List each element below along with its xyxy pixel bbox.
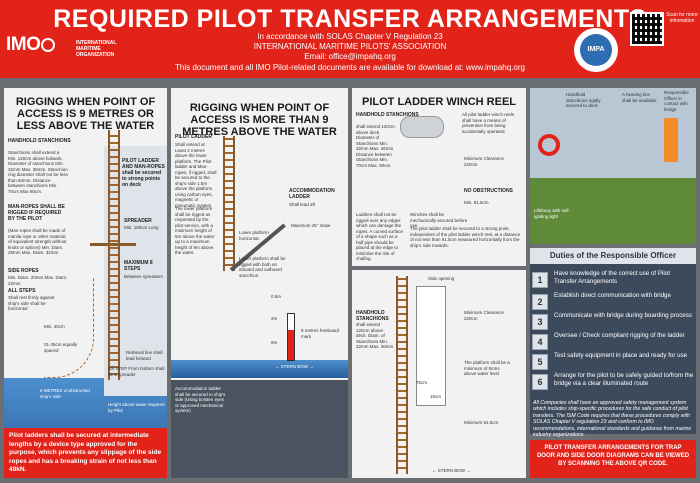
lifebuoy-icon xyxy=(538,134,560,156)
spreader-label: SPREADER xyxy=(124,218,152,224)
panel1-bottom-note: Pilot ladders shall be secured at interm… xyxy=(4,428,167,478)
duty-item-1: 1 Have knowledge of the correct use of P… xyxy=(532,270,695,292)
pilot-ladder xyxy=(108,130,120,380)
panel-side-opening: Side opening HANDHOLD STANCHIONS shall e… xyxy=(352,270,526,478)
duty-item-5: 5 Test safety equipment in place and rea… xyxy=(532,352,695,374)
page-title: REQUIRED PILOT TRANSFER ARRANGEMENTS xyxy=(53,5,647,33)
duty-item-6: 6 Arrange for the pilot to be safely gui… xyxy=(532,372,695,398)
header-solas-line: In accordance with SOLAS Chapter V Regul… xyxy=(257,32,443,41)
min-40cm: Min. 40cm xyxy=(44,324,65,329)
winch-reel xyxy=(400,116,444,138)
pilot-ladder xyxy=(223,136,235,271)
header-download-line[interactable]: This document and all IMO Pilot-related … xyxy=(175,63,525,72)
header-impa-line: INTERNATIONAL MARITIME PILOTS' ASSOCIATI… xyxy=(253,42,447,51)
side-ropes-label: SIDE ROPES xyxy=(8,268,39,274)
pilot-ladder xyxy=(396,276,408,474)
all-steps-label: ALL STEPS xyxy=(8,288,36,294)
panel-rigging-9m-or-less: RIGGING WHEN POINT OF ACCESS IS 9 METRES… xyxy=(4,88,167,478)
freeboard-mark xyxy=(287,313,295,361)
height-above-label: Height above water required by Pilot xyxy=(108,402,165,413)
qr-caption: Scan for more information xyxy=(666,12,698,24)
header-banner: REQUIRED PILOT TRANSFER ARRANGEMENTS In … xyxy=(0,0,700,78)
fifth-step-label: 5th STEP From bottom shall be a spreader xyxy=(108,366,165,377)
six-metres-label: 6 METRES unobstructed ship's side xyxy=(40,388,90,399)
duty-item-3: 3 Communicate with bridge during boardin… xyxy=(532,312,695,334)
handhold-label: HANDHOLD STANCHIONS xyxy=(356,310,389,322)
panel-duties: Duties of the Responsible Officer xyxy=(530,248,696,434)
header-email[interactable]: Email: office@impahq.org xyxy=(304,52,396,61)
companies-note: All Companies shall have an approved saf… xyxy=(533,400,692,439)
panel2-title: RIGGING WHEN POINT OF ACCESS IS MORE THA… xyxy=(182,102,337,138)
imo-logo: IMO xyxy=(6,34,56,56)
duty-item-4: 4 Oversee / Check compliant rigging of t… xyxy=(532,332,695,354)
spreader xyxy=(90,243,136,246)
officer-figure xyxy=(664,118,678,162)
stern-bow-label: ← STERN BOW → xyxy=(275,364,314,369)
duty-item-2: 2 Establish direct communication with br… xyxy=(532,292,695,314)
pilot-ladder-label: PILOT LADDER AND MAN-ROPES shall be secu… xyxy=(122,158,165,188)
panel-winch-reel: PILOT LADDER WINCH REEL HANDHOLD STANCHI… xyxy=(352,88,526,266)
deck xyxy=(530,178,696,244)
max-steps-label: MAXIMUM 8 STEPS xyxy=(124,260,153,272)
pilot-ladder-label: PILOT LADDER xyxy=(175,134,212,140)
handhold-label: HANDHOLD STANCHIONS xyxy=(356,112,419,118)
panel-rigging-more-than-9m: RIGGING WHEN POINT OF ACCESS IS MORE THA… xyxy=(171,88,348,478)
qr-code[interactable] xyxy=(630,12,664,46)
panel1-title: RIGGING WHEN POINT OF ACCESS IS 9 METRES… xyxy=(15,96,156,132)
man-ropes-label: MAN-ROPES SHALL BE RIGGED IF REQUIRED BY… xyxy=(8,204,65,222)
side-opening xyxy=(416,286,446,406)
no-obstructions-label: NO OBSTRUCTIONS xyxy=(464,188,513,194)
stern-bow-label: ← STERN BOW → xyxy=(432,468,471,473)
panel-responsible-officer-photo: Handhold stanchions rigidly secured to d… xyxy=(530,88,696,244)
panel3-title: PILOT LADDER WINCH REEL xyxy=(362,96,516,108)
duties-title: Duties of the Responsible Officer xyxy=(530,248,696,264)
globe-icon xyxy=(41,38,56,52)
retrieval-label: Retrieval line shall lead forward xyxy=(126,350,163,361)
handhold-label: HANDHOLD STANCHIONS xyxy=(8,138,71,144)
accommodation-photo: Accommodation ladder shall be secured to… xyxy=(171,380,348,478)
sea xyxy=(171,360,348,378)
trap-door-note: PILOT TRANSFER ARRANGEMENTS FOR TRAP DOO… xyxy=(530,440,696,478)
impa-logo: IMPA xyxy=(574,28,618,72)
accommodation-label: ACCOMMODATION LADDER xyxy=(289,188,335,200)
